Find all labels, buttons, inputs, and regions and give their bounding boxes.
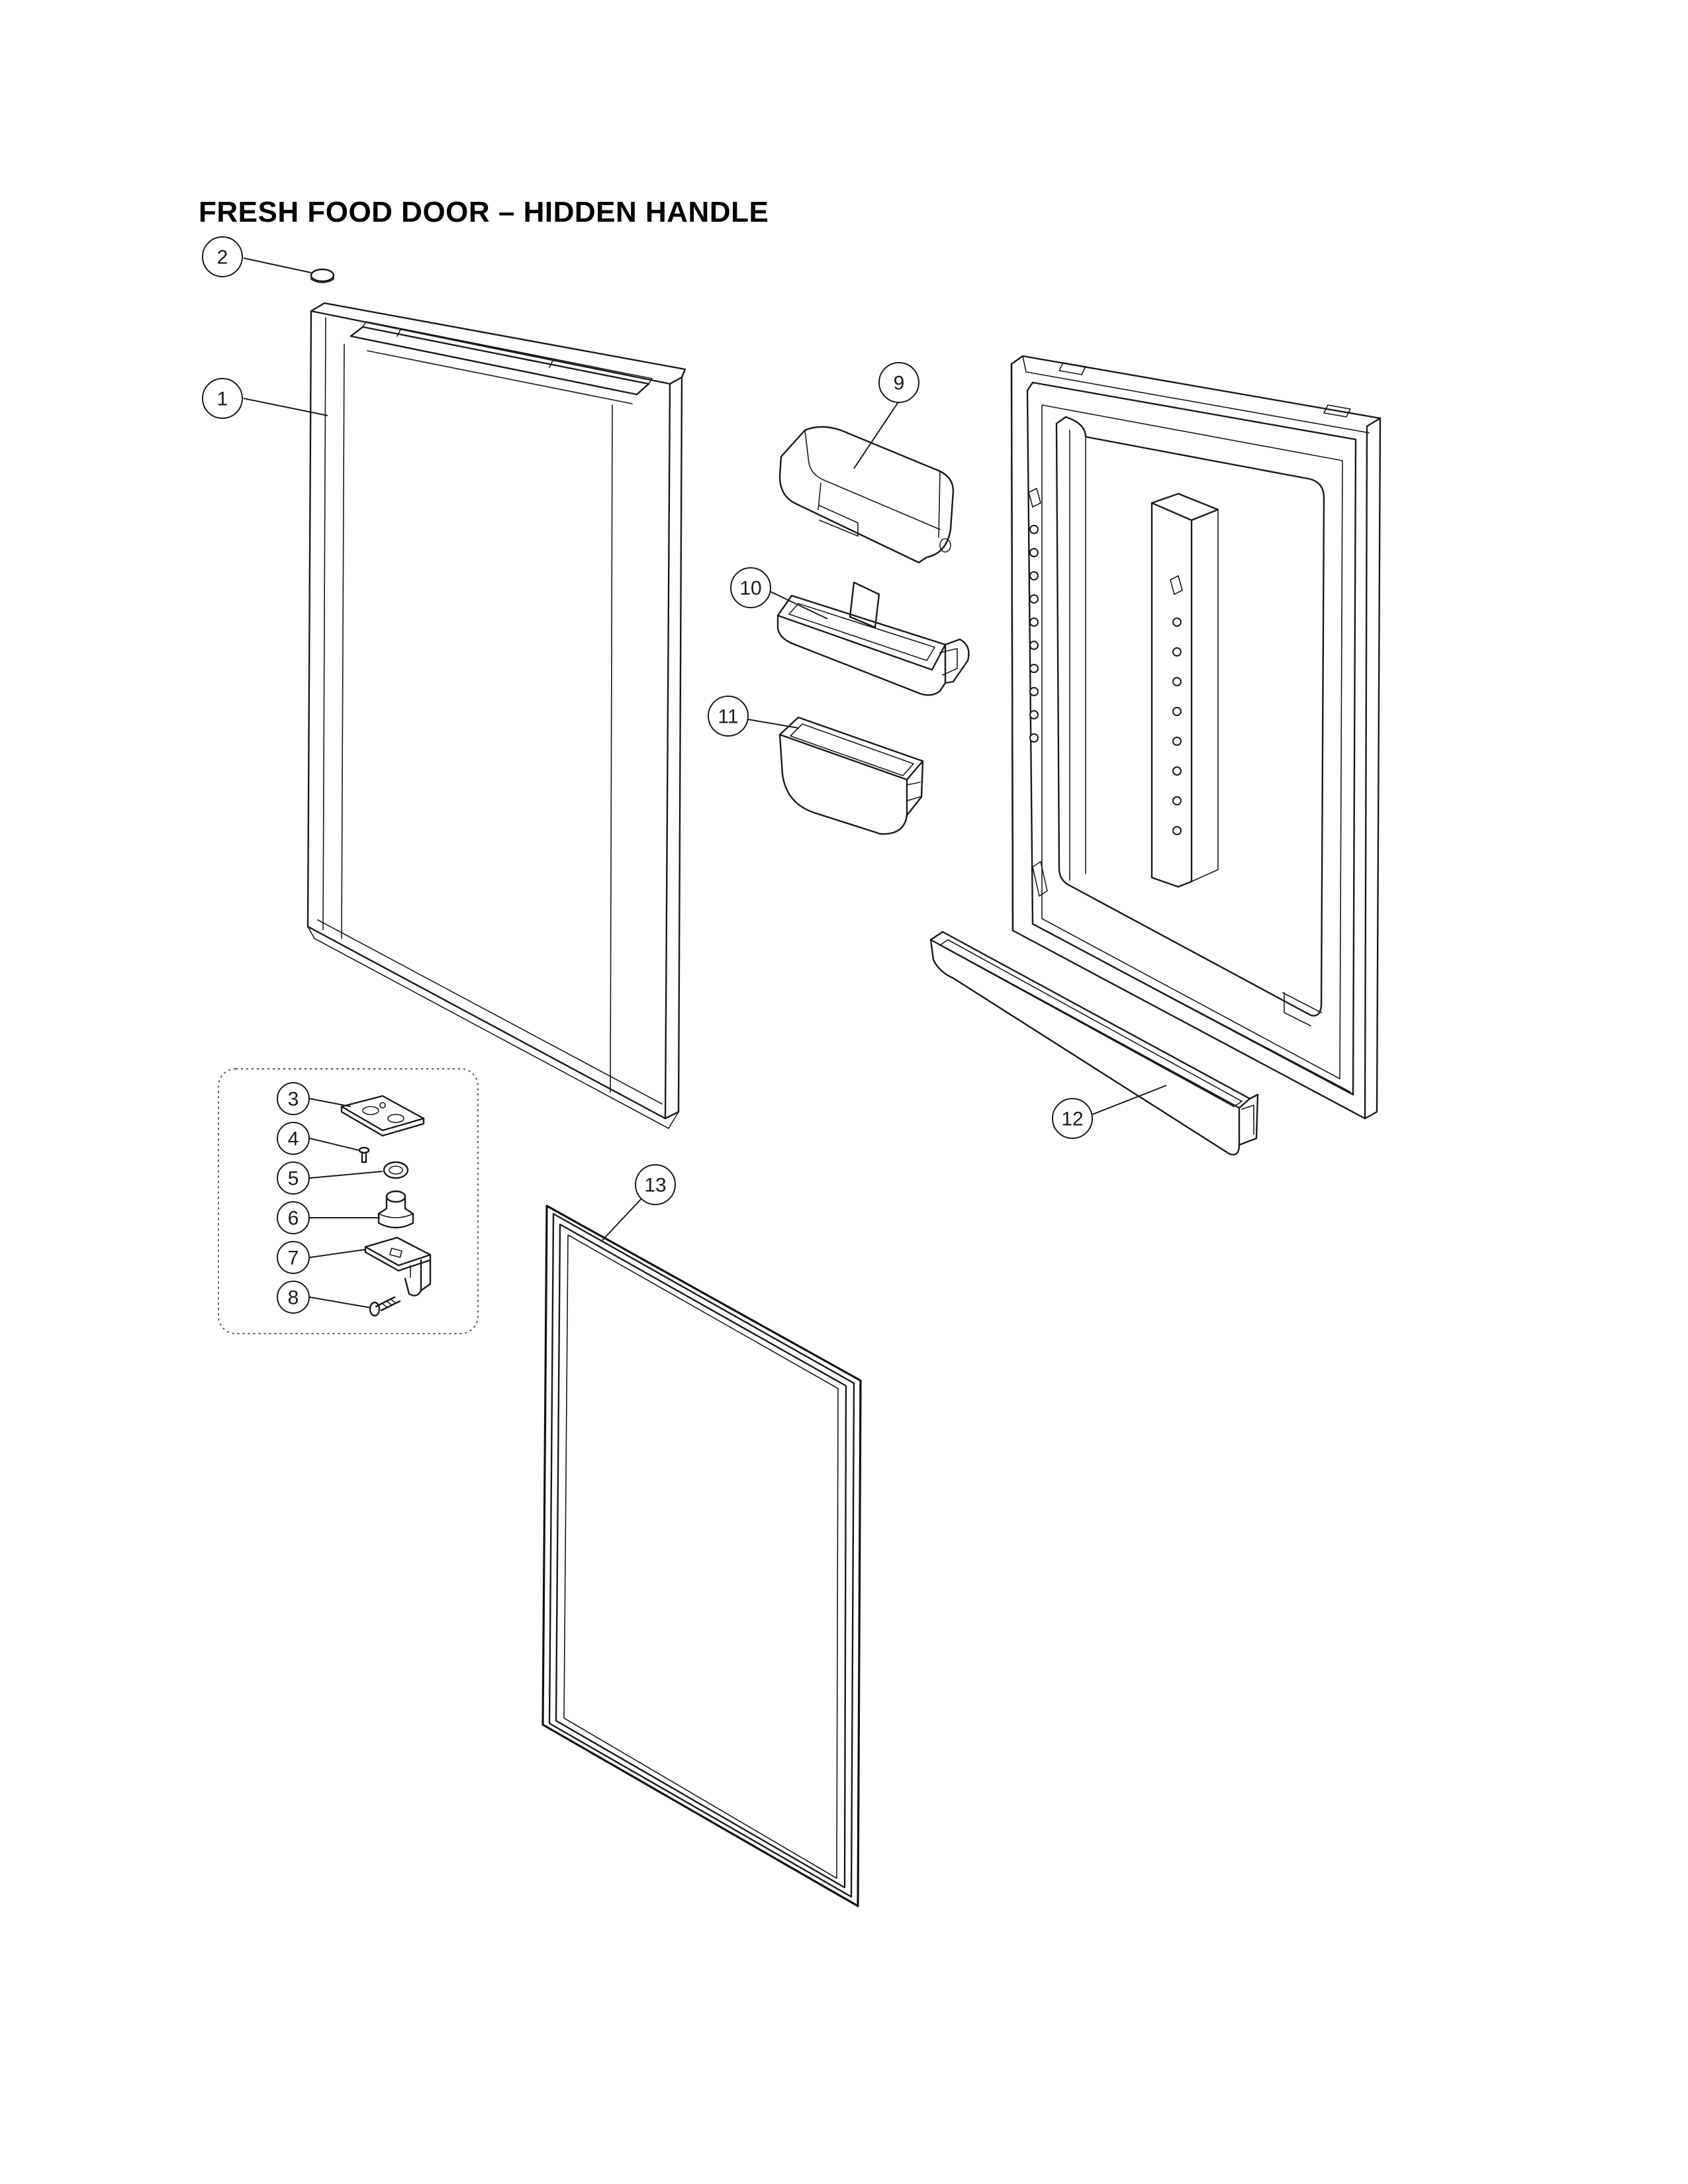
shelf-peg-column-right <box>1172 617 1182 835</box>
callout-1: 1 <box>202 378 243 419</box>
callout-13-label: 13 <box>644 1175 666 1197</box>
callout-3: 3 <box>277 1082 310 1115</box>
callout-7: 7 <box>277 1241 310 1274</box>
page-title: FRESH FOOD DOOR – HIDDEN HANDLE <box>199 196 769 228</box>
callout-4-label: 4 <box>288 1128 299 1150</box>
part-door-bin <box>778 716 924 835</box>
part-door-inner-liner <box>1010 355 1382 1120</box>
callout-6: 6 <box>277 1201 310 1234</box>
callout-11: 11 <box>708 696 749 737</box>
callout-10-label: 10 <box>739 578 761 600</box>
callout-8-label: 8 <box>288 1287 299 1309</box>
part-lower-hinge-bracket <box>364 1236 432 1297</box>
callout-9: 9 <box>878 362 919 403</box>
part-screw <box>358 1146 370 1163</box>
callout-12: 12 <box>1052 1098 1093 1139</box>
callout-3-label: 3 <box>288 1089 299 1111</box>
part-dairy-bin-cover <box>778 426 955 564</box>
callout-6-label: 6 <box>288 1208 299 1230</box>
callout-2-label: 2 <box>217 247 228 269</box>
part-hinge-cap <box>310 268 335 283</box>
callout-10: 10 <box>730 567 771 608</box>
callout-2: 2 <box>202 236 243 277</box>
callout-13: 13 <box>635 1164 676 1205</box>
part-door-shelf <box>929 931 1259 1156</box>
callout-7-label: 7 <box>288 1248 299 1269</box>
part-door-gasket <box>541 1205 862 1907</box>
hinge-inset-frame <box>218 1068 479 1334</box>
callout-12-label: 12 <box>1061 1109 1083 1130</box>
part-washer <box>383 1161 409 1179</box>
part-upper-hinge-plate <box>340 1095 425 1137</box>
leader-lines <box>243 257 1167 1308</box>
callout-8: 8 <box>277 1281 310 1314</box>
callout-1-label: 1 <box>217 388 228 410</box>
part-dairy-bin <box>776 581 970 696</box>
shelf-peg-column-left <box>1029 525 1039 743</box>
callout-11-label: 11 <box>718 706 738 728</box>
part-door-outer-panel <box>306 302 686 1129</box>
callout-5-label: 5 <box>288 1168 299 1190</box>
part-hinge-pin-bushing <box>377 1190 414 1229</box>
part-bolt <box>369 1296 401 1317</box>
callout-4: 4 <box>277 1122 310 1155</box>
callout-5: 5 <box>277 1161 310 1195</box>
callout-9-label: 9 <box>894 373 905 394</box>
